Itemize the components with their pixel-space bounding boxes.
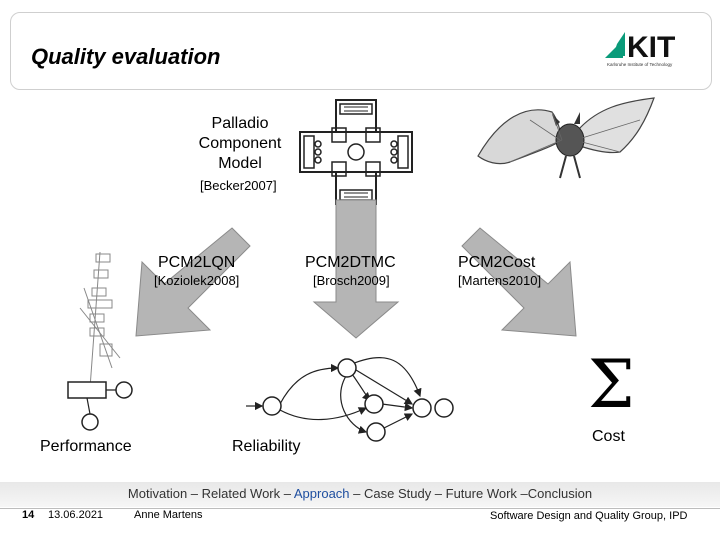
result-cost: Cost [592, 428, 625, 445]
arrow-performance [135, 227, 251, 337]
footer-divider [0, 508, 720, 509]
footer-band [0, 482, 720, 507]
breadcrumb-current: Approach [293, 486, 350, 501]
kit-logo-tagline: Karlsruhe Institute of Technology [607, 62, 673, 67]
kit-logo-text: KIT [627, 31, 675, 64]
arrow-reliability [312, 199, 400, 339]
page-number: 14 [22, 509, 35, 521]
reference-koziolek: [Koziolek2008] [154, 273, 240, 288]
pcm-component-icon [299, 99, 413, 205]
transformation-pcm2dtmc: PCM2DTMC [305, 254, 396, 271]
breadcrumb-part-1: Motivation – Related Work – [127, 486, 294, 501]
header-frame [10, 12, 712, 90]
slide-title: Quality evaluation [31, 44, 221, 69]
result-performance: Performance [40, 438, 132, 455]
kit-logo: KIT Karlsruhe Institute of Technology [605, 31, 675, 67]
model-name: Palladio Component Model [188, 114, 292, 174]
transformation-pcm2lqn: PCM2LQN [158, 254, 236, 271]
breadcrumb-part-3: – Case Study – Future Work –Conclusion [349, 486, 593, 501]
reference-brosch: [Brosch2009] [313, 273, 390, 288]
footer-group: Software Design and Quality Group, IPD [490, 510, 688, 522]
reference-martens: [Martens2010] [458, 273, 542, 288]
footer-date: 13.06.2021 [48, 509, 104, 521]
result-reliability: Reliability [232, 438, 301, 455]
model-name-line-1: Palladio [211, 115, 269, 132]
markov-chain-diagram [246, 356, 454, 442]
arrow-cost [461, 227, 577, 337]
footer-author: Anne Martens [134, 509, 203, 521]
model-name-line-3: Model [218, 155, 262, 172]
model-name-line-2: Component [198, 135, 282, 152]
transformation-pcm2cost: PCM2Cost [458, 254, 536, 271]
bat-illustration [477, 97, 655, 179]
breadcrumb: Motivation – Related Work – Approach – C… [0, 486, 720, 501]
model-reference: [Becker2007] [200, 178, 277, 193]
sum-sigma-icon: Σ [588, 346, 635, 423]
queueing-network-diagram [67, 251, 133, 431]
